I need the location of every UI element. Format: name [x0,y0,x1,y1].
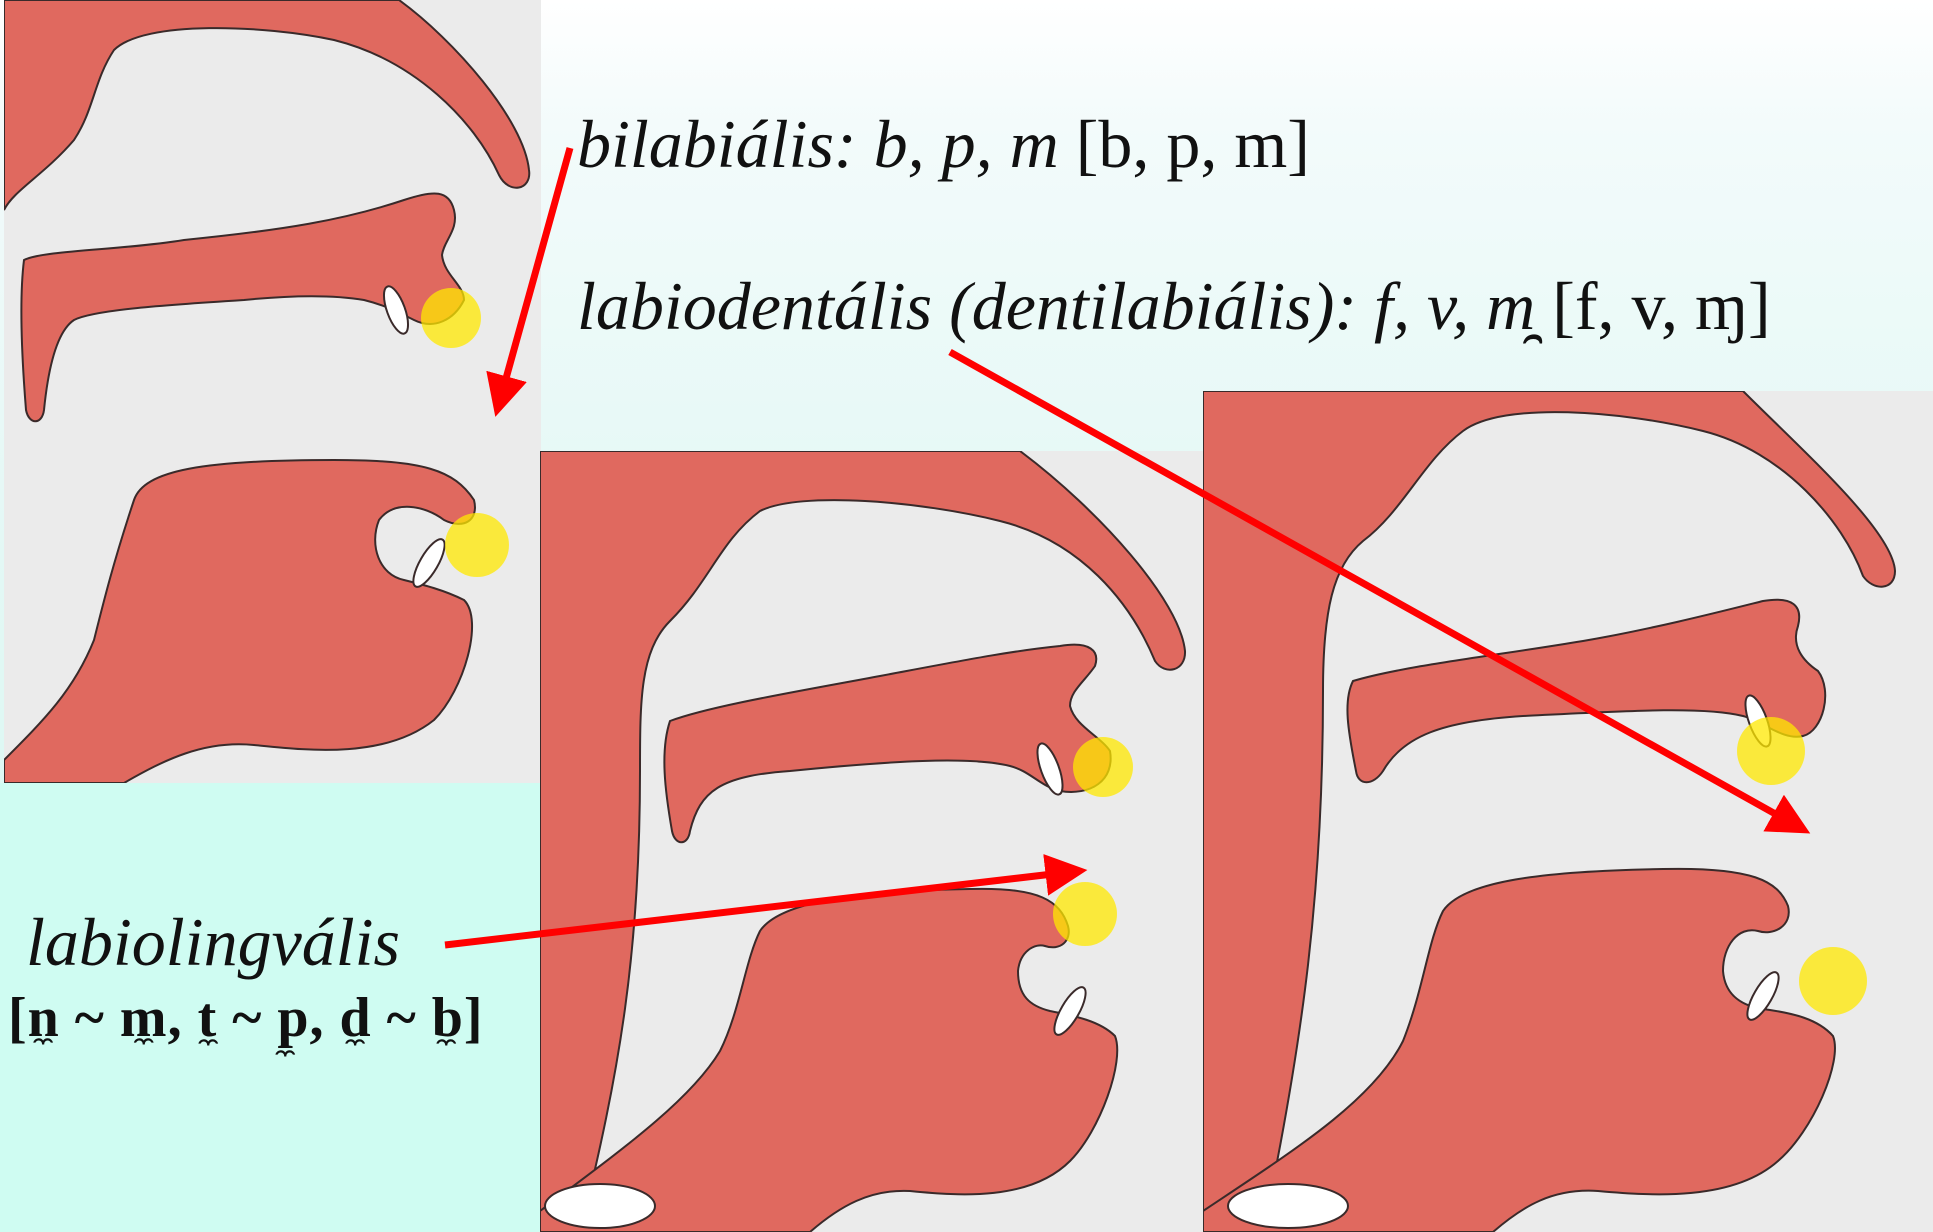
arrow-icon [950,352,1795,825]
arrow-icon [500,148,570,400]
arrow-icon [445,872,1070,945]
